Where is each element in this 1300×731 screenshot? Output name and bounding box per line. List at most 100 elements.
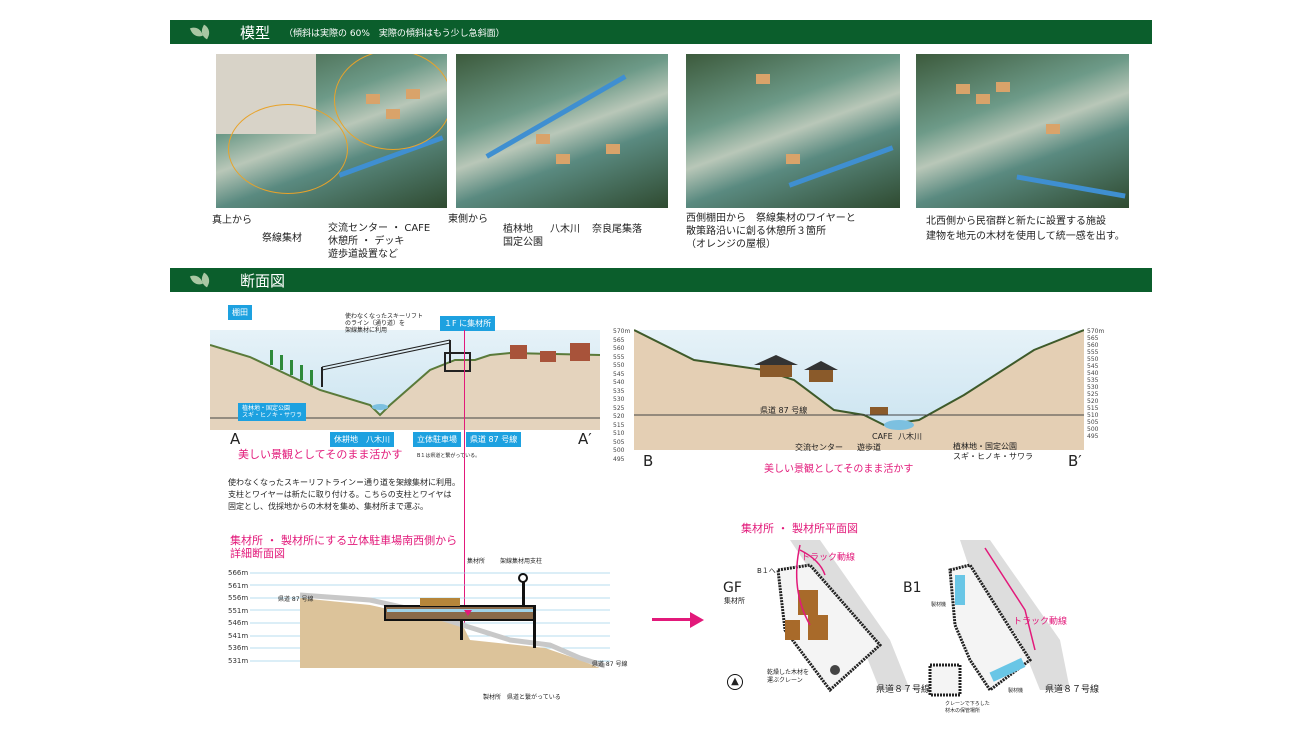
detail-title-line: 集材所 ・ 製材所にする立体駐車場南西側から (230, 534, 458, 547)
caption: 真上から (212, 215, 252, 226)
section-a-end: A′ (578, 430, 592, 448)
tick: 565 (1087, 335, 1099, 342)
tick: 545 (1087, 363, 1099, 370)
plan-drawing (776, 540, 1070, 697)
model-title: 模型 (240, 23, 271, 42)
tick: 551m (228, 606, 249, 615)
tick: 566m (228, 569, 249, 577)
description-line: 使わなくなったスキーリフトライン＝通り道を架線集材に利用。 (228, 478, 460, 487)
tick: 531m (228, 656, 249, 665)
tick: 515 (1087, 405, 1099, 412)
label-seizai: 製材所 県道と繋がっている (483, 694, 561, 701)
label-fallow: 休耕地 (330, 432, 362, 447)
caption: 祭線集材 (262, 233, 302, 244)
caption: 東側から (448, 214, 488, 225)
tick: 500 (613, 447, 625, 454)
road-b1: 県道８７号線 (1045, 685, 1100, 695)
arrow-head (690, 612, 704, 628)
tick: 505 (613, 438, 625, 446)
tick: 525 (1087, 391, 1099, 398)
crane-b1-1: クレーンで下ろした (945, 701, 990, 707)
tick: 515 (613, 421, 625, 429)
tick: 495 (613, 455, 625, 463)
tick: 565 (613, 336, 625, 344)
label-river: 八木川 (362, 432, 394, 447)
tick: 540 (613, 379, 625, 386)
tick: 530 (1087, 384, 1099, 391)
description: 使わなくなったスキーリフトライン＝通り道を架線集材に利用。 支柱とワイヤーは新た… (228, 477, 460, 513)
caption: 西側棚田から 祭線集材のワイヤーと (686, 213, 856, 224)
tick: 555 (1087, 349, 1099, 356)
label-shuzai: 集材所 (467, 558, 486, 565)
model-subtitle: （傾斜は実際の 60% 実際の傾斜はもう少し急斜面） (284, 28, 505, 39)
tick: 561m (228, 581, 249, 590)
plan-gf-label: GF (723, 580, 742, 596)
detail-title: 集材所 ・ 製材所にする立体駐車場南西側から 詳細断面図 (230, 534, 457, 560)
section-a-slogan: 美しい景観としてそのまま活かす (238, 448, 403, 461)
arrow-right-icon (652, 618, 692, 621)
description-line: 固定とし、伐採地からの木材を集め、集材所まで運ぶ。 (228, 502, 428, 511)
tick: 541m (228, 631, 249, 640)
road-gf: 県道８７号線 (876, 685, 931, 695)
detail-section-drawing (250, 572, 610, 669)
caption: （オレンジの屋根） (686, 239, 776, 250)
tick: 560 (613, 345, 625, 352)
tick: 545 (613, 370, 625, 378)
crane-label-1: 乾燥した木材を (767, 669, 810, 676)
caption: 交流センター ・ CAFE (328, 223, 431, 234)
tick: 550 (613, 362, 625, 369)
section-b-slogan: 美しい景観としてそのまま活かす (764, 464, 914, 475)
forest-line: スギ・ヒノキ・サワラ (242, 412, 303, 419)
model-photo-northwest (916, 54, 1129, 208)
model-photo-west (686, 54, 900, 208)
model-banner: 模型 （傾斜は実際の 60% 実際の傾斜はもう少し急斜面） (170, 20, 1152, 44)
label-cafe: CAFE (872, 432, 893, 441)
forest-line: 植林地・国定公園 (953, 442, 1017, 451)
caption: 休憩所 ・ デッキ (328, 236, 405, 247)
label-lift-2: のライン（通り道）を (345, 320, 406, 327)
crane-label-2: 運ぶクレーン (767, 677, 803, 684)
label-forest: 植林地・国定公園スギ・ヒノキ・サワラ (953, 442, 1033, 462)
caption: 遊歩道設置など (328, 249, 398, 260)
section-banner: 断面図 (170, 268, 1152, 292)
tick: 535 (613, 387, 625, 395)
caption: 奈良尾集落 (592, 224, 642, 235)
tick: 555 (613, 353, 625, 361)
tick: 540 (1087, 370, 1099, 377)
tick: 560 (1087, 342, 1099, 349)
forest-line: 植林地・国定公園 (242, 405, 291, 412)
plan-b1-label: B1 (903, 580, 922, 596)
crane-b1-2: 材木の保管場所 (945, 708, 981, 714)
truck-route-gf: トラック動線 (801, 553, 856, 563)
caption: 北西側から民宿群と新たに設置する施設 (926, 216, 1106, 227)
pink-connector-line (464, 330, 465, 625)
caption: 八木川 (550, 224, 580, 235)
model-photo-top (216, 54, 447, 208)
plan-title: 集材所 ・ 製材所平面図 (741, 522, 858, 535)
label-center: 交流センター (795, 443, 843, 452)
tick: 495 (1087, 433, 1099, 440)
description-line: 支柱とワイヤーは新たに取り付ける。こちらの支柱とワイヤは (228, 490, 452, 499)
forest-line: スギ・ヒノキ・サワラ (953, 452, 1033, 461)
section-b-drawing (634, 329, 1084, 450)
tick: 510 (613, 430, 625, 437)
caption: 建物を地元の木材を使用して統一感を出す。 (926, 231, 1125, 242)
seizai-label-2: 製材機 (1008, 688, 1024, 694)
leaf-icon (192, 274, 210, 286)
caption: 植林地 (503, 224, 533, 235)
label-tanada: 棚田 (228, 305, 252, 320)
section-b-start: B (643, 452, 654, 470)
tick: 505 (1087, 419, 1099, 426)
label-road: 県道 87 号線 (760, 406, 808, 415)
tick: 520 (613, 413, 625, 420)
tick: 530 (613, 396, 625, 403)
model-photo-east (456, 54, 668, 208)
tick: 520 (1087, 398, 1099, 405)
section-a-drawing (210, 330, 600, 430)
tick: 535 (1087, 377, 1099, 384)
plan-gf-sub: 集材所 (724, 597, 745, 605)
caption: 散策路沿いに創る休憩所３箇所 (686, 226, 826, 237)
